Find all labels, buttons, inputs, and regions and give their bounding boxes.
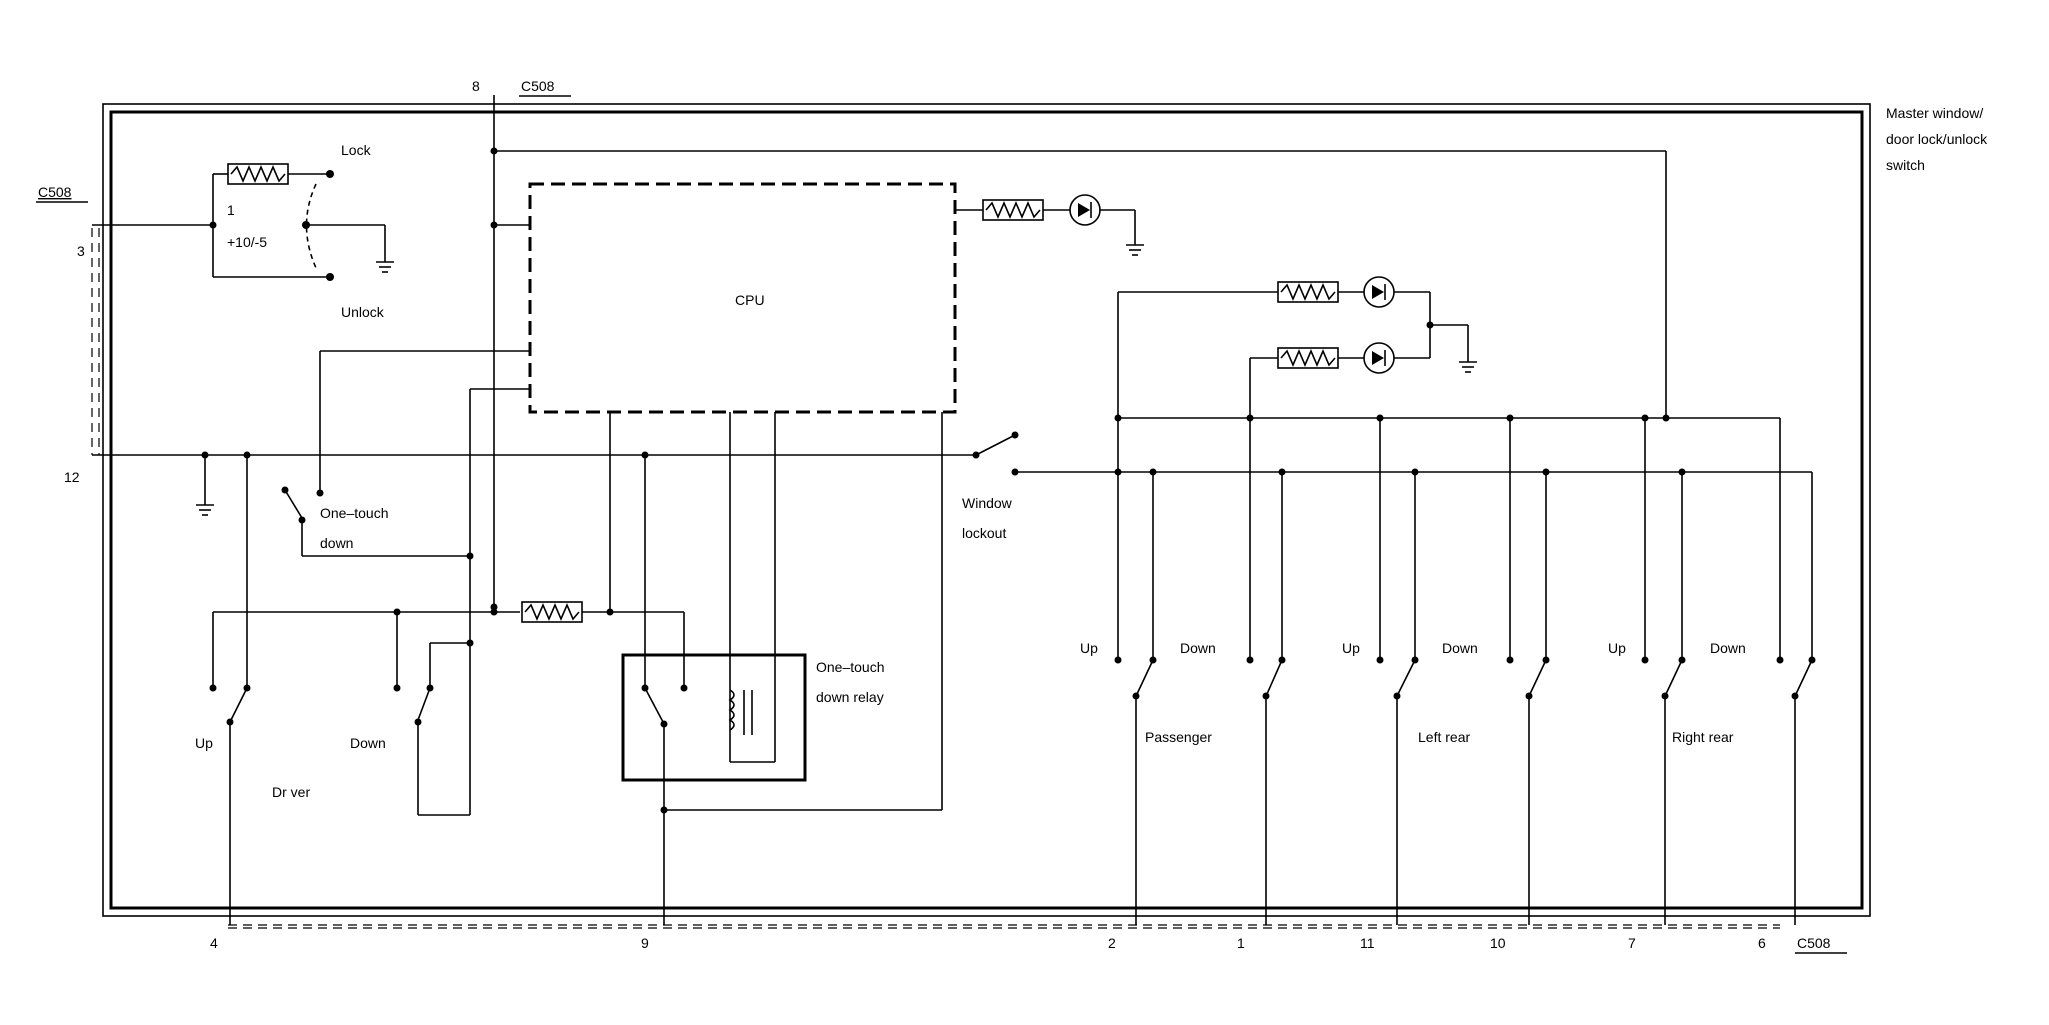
right-rear-switches xyxy=(1641,418,1816,925)
driver-up-label: Up xyxy=(195,735,213,751)
cpu-label: CPU xyxy=(735,292,765,308)
pin-11: 11 xyxy=(1360,935,1375,951)
pin-12: 12 xyxy=(64,469,80,485)
pin-1: 1 xyxy=(1237,935,1245,951)
left-rear-up-label: Up xyxy=(1342,640,1360,656)
driver-supply-bus xyxy=(213,412,688,692)
pin-10: 10 xyxy=(1490,935,1506,951)
connector-bottom-label: C508 xyxy=(1797,935,1831,951)
passenger-up-label: Up xyxy=(1080,640,1098,656)
lock-label: Lock xyxy=(341,142,372,158)
window-lockout-label-1: Window xyxy=(962,495,1013,511)
pin-4: 4 xyxy=(210,935,218,951)
pin-3: 3 xyxy=(77,243,85,259)
one-touch-relay-label-1: One–touch xyxy=(816,659,885,675)
right-rear-down-label: Down xyxy=(1710,640,1746,656)
pin12-ground-rail xyxy=(92,451,976,516)
driver-down-switch xyxy=(393,612,470,726)
ground-icon xyxy=(1459,361,1477,373)
connector-dashed-links xyxy=(91,228,1780,929)
cpu-block xyxy=(528,182,957,414)
pin-9: 9 xyxy=(641,935,649,951)
rear-bus-rails xyxy=(1114,414,1813,660)
module-title-line3: switch xyxy=(1886,157,1925,173)
module-title-line1: Master window/ xyxy=(1886,105,1983,121)
module-frame xyxy=(102,103,1871,917)
driver-up-switch xyxy=(209,455,251,925)
unlock-label: Unlock xyxy=(341,304,385,320)
pin-8: 8 xyxy=(472,78,480,94)
pin-6: 6 xyxy=(1758,935,1766,951)
lock-position-2: +10/-5 xyxy=(227,234,267,250)
lock-position-1: 1 xyxy=(227,202,235,218)
right-rear-label: Right rear xyxy=(1672,729,1734,745)
passenger-label: Passenger xyxy=(1145,729,1212,745)
driver-label: Dr ver xyxy=(272,784,310,800)
right-rear-up-label: Up xyxy=(1608,640,1626,656)
connector-top-label: C508 xyxy=(521,78,555,94)
lock-unlock-switch xyxy=(92,163,394,281)
one-touch-down-label-2: down xyxy=(320,535,353,551)
one-touch-down-label-1: One–touch xyxy=(320,505,389,521)
passenger-down-label: Down xyxy=(1180,640,1216,656)
ground-icon xyxy=(376,261,394,273)
window-lockout-switch xyxy=(972,431,1795,476)
cpu-indicator-led xyxy=(955,194,1144,256)
one-touch-relay xyxy=(621,412,943,925)
pin-7: 7 xyxy=(1628,935,1636,951)
relay-coil-icon xyxy=(728,689,735,731)
left-rear-down-label: Down xyxy=(1442,640,1478,656)
ground-icon xyxy=(1126,244,1144,256)
one-touch-relay-label-2: down relay xyxy=(816,689,884,705)
pin-2: 2 xyxy=(1108,935,1116,951)
left-rear-switches xyxy=(1376,418,1550,925)
connector-left-label: C508 xyxy=(38,184,72,200)
window-lockout-label-2: lockout xyxy=(962,525,1006,541)
passenger-switches xyxy=(1114,472,1286,925)
driver-down-label: Down xyxy=(350,735,386,751)
module-title-line2: door lock/unlock xyxy=(1886,131,1988,147)
ground-icon xyxy=(196,504,214,516)
pin8-supply-rail xyxy=(490,95,1667,611)
rear-indicator-leds xyxy=(1117,276,1477,660)
cpu-driver-down-line xyxy=(417,388,530,816)
left-rear-label: Left rear xyxy=(1418,729,1470,745)
